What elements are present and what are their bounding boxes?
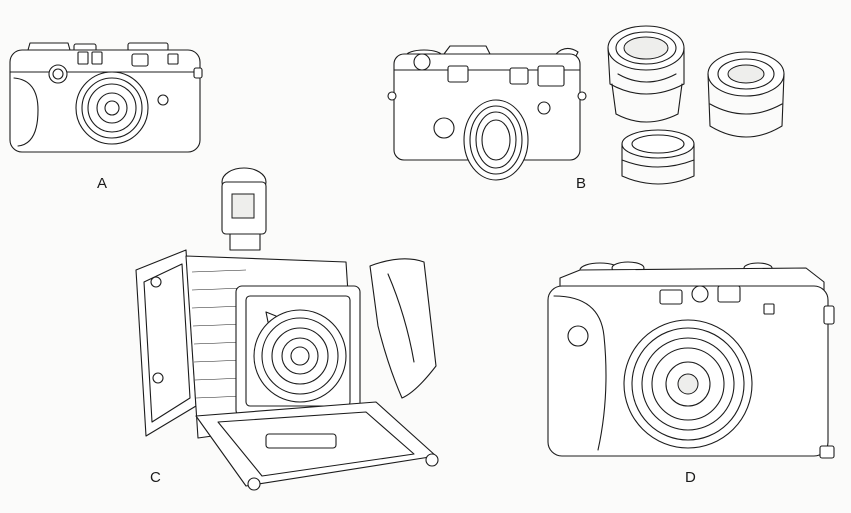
camera-a-illustration [8, 40, 208, 160]
label-b: B [576, 175, 587, 192]
camera-c-illustration [126, 166, 446, 496]
label-d: D [685, 469, 696, 486]
camera-d-illustration [540, 256, 836, 466]
label-a: A [97, 175, 108, 192]
lenses-b-illustration [598, 14, 788, 199]
label-c: C [150, 469, 161, 486]
camera-b-illustration [386, 44, 586, 184]
